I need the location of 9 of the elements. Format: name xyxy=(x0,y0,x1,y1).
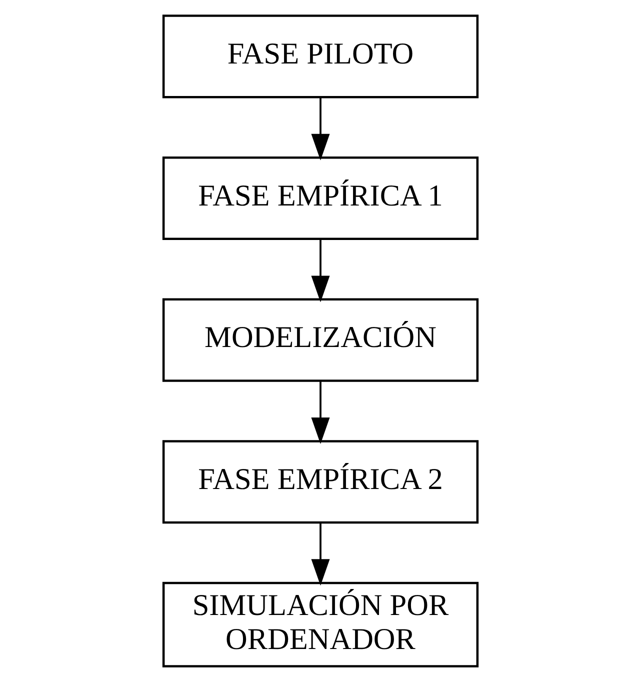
node-box: FASE EMPÍRICA 1 xyxy=(162,156,478,240)
arrow xyxy=(310,381,330,444)
arrow xyxy=(310,239,330,302)
node-box: MODELIZACIÓN xyxy=(162,298,478,382)
node-box: FASE PILOTO xyxy=(162,14,478,98)
arrow xyxy=(310,523,330,586)
node-box: SIMULACIÓN POR ORDENADOR xyxy=(162,582,478,668)
node-box: FASE EMPÍRICA 2 xyxy=(162,440,478,524)
arrow xyxy=(310,98,330,160)
